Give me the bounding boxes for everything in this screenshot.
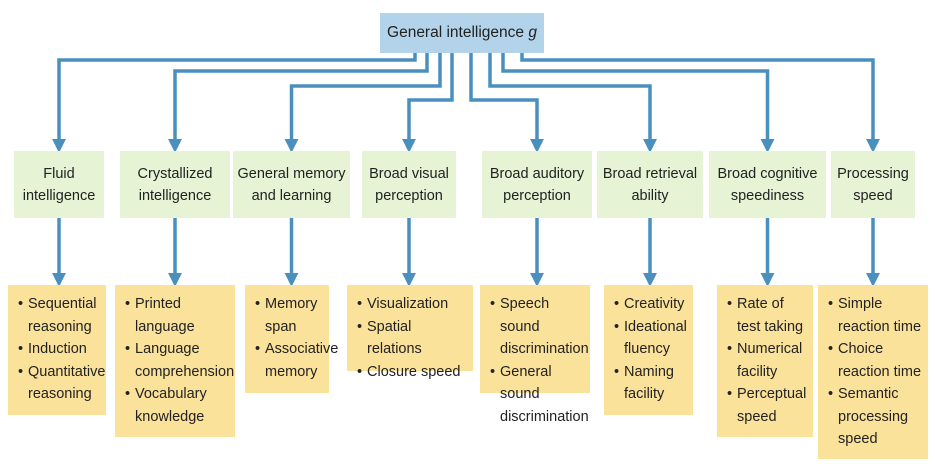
ability-item: Vocabulary knowledge — [125, 383, 229, 428]
ability-list: Rate of test takingNumerical facilityPer… — [727, 293, 807, 428]
detail-box-fluid: Sequential reasoningInductionQuantitativ… — [8, 285, 106, 415]
ability-list: Printed languageLanguage comprehensionVo… — [125, 293, 234, 428]
ability-item: Simple reaction time — [828, 293, 922, 338]
category-processing: Processing speed — [831, 151, 915, 218]
root-label-g: g — [528, 24, 537, 41]
ability-item: Closure speed — [357, 361, 467, 384]
category-retrieval: Broad retrieval ability — [597, 151, 703, 218]
ability-item: Quantitative reasoning — [18, 361, 105, 406]
category-label: General memory and learning — [237, 165, 346, 204]
connector-root-to-fluid — [52, 53, 417, 153]
ability-item: Creativity — [614, 293, 687, 316]
detail-box-memory: Memory spanAssociative memory — [245, 285, 338, 393]
category-auditory: Broad auditory perception — [482, 151, 592, 218]
category-memory: General memory and learning — [233, 151, 350, 218]
ability-item: Language comprehension — [125, 338, 234, 383]
ability-item: Induction — [18, 338, 100, 361]
connector-root-to-processing — [520, 53, 880, 153]
ability-item: Printed language — [125, 293, 229, 338]
ability-item: Ideational fluency — [614, 316, 687, 361]
detail-box-speediness: Rate of test takingNumerical facilityPer… — [717, 285, 813, 437]
ability-item: Semantic processing speed — [828, 383, 922, 451]
category-label: Fluid intelligence — [22, 165, 96, 204]
ability-item: Perceptual speed — [727, 383, 807, 428]
ability-item: Speech sound discrimination — [490, 293, 589, 361]
ability-item: Spatial relations — [357, 316, 467, 361]
connector-root-to-retrieval — [488, 53, 657, 153]
category-label: Processing speed — [837, 165, 909, 204]
root-node-general-intelligence: General intelligence g — [380, 13, 544, 53]
connector-root-to-memory — [284, 53, 442, 153]
root-label: General intelligence — [387, 24, 525, 41]
category-label: Broad cognitive speediness — [717, 165, 818, 204]
ability-item: Sequential reasoning — [18, 293, 100, 338]
category-label: Crystallized intelligence — [137, 165, 213, 204]
category-label: Broad visual perception — [369, 165, 449, 204]
ability-item: Numerical facility — [727, 338, 807, 383]
connector-root-to-crystallized — [168, 53, 429, 153]
connector-root-to-auditory — [469, 53, 544, 153]
detail-box-visual: VisualizationSpatial relationsClosure sp… — [347, 285, 473, 383]
ability-item: General sound discrimination — [490, 361, 589, 429]
detail-box-processing: Simple reaction timeChoice reaction time… — [818, 285, 928, 459]
connector-root-to-speediness — [501, 53, 775, 153]
category-label: Broad retrieval ability — [602, 165, 698, 204]
category-crystallized: Crystallized intelligence — [120, 151, 230, 218]
category-fluid: Fluid intelligence — [14, 151, 104, 218]
ability-list: Speech sound discriminationGeneral sound… — [490, 293, 589, 429]
ability-list: Simple reaction timeChoice reaction time… — [828, 293, 922, 451]
ability-list: Memory spanAssociative memory — [255, 293, 338, 383]
ability-item: Associative memory — [255, 338, 338, 383]
ability-item: Visualization — [357, 293, 467, 316]
ability-list: CreativityIdeational fluencyNaming facil… — [614, 293, 687, 406]
ability-list: VisualizationSpatial relationsClosure sp… — [357, 293, 467, 383]
category-speediness: Broad cognitive speediness — [709, 151, 826, 218]
detail-box-retrieval: CreativityIdeational fluencyNaming facil… — [604, 285, 693, 415]
ability-item: Memory span — [255, 293, 323, 338]
category-label: Broad auditory perception — [489, 165, 585, 204]
detail-box-auditory: Speech sound discriminationGeneral sound… — [480, 285, 590, 425]
detail-box-crystallized: Printed languageLanguage comprehensionVo… — [115, 285, 235, 437]
ability-item: Rate of test taking — [727, 293, 807, 338]
ability-item: Choice reaction time — [828, 338, 922, 383]
ability-item: Naming facility — [614, 361, 687, 406]
category-visual: Broad visual perception — [362, 151, 456, 218]
connector-root-to-visual — [402, 53, 454, 153]
ability-list: Sequential reasoningInductionQuantitativ… — [18, 293, 105, 406]
